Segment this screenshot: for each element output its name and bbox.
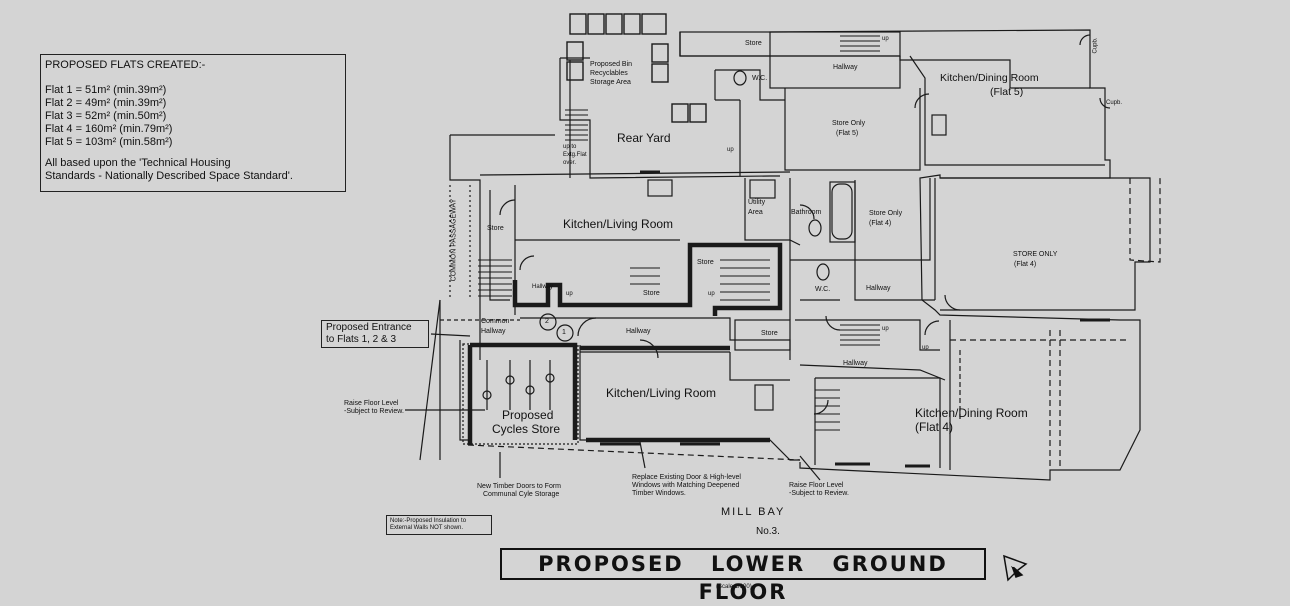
room-bathroom: Bathroom	[791, 209, 822, 216]
common-passageway-label: COMMON PASSAGEWAY	[450, 198, 458, 282]
raise-floor-left-2: -Subject to Review.	[344, 408, 404, 415]
replace-door-note-2: Windows with Matching Deepened	[632, 482, 740, 489]
room-hallway-mid-right: Hallway	[866, 285, 891, 292]
room-hallway-center: Hallway	[626, 328, 651, 335]
common-hallway-label-2: Hallway	[481, 328, 506, 335]
stair-up-label-2: up	[727, 147, 734, 153]
cupboard-label-2: Cupb.	[1106, 100, 1123, 106]
flat-circle-2: 1	[562, 329, 566, 336]
flats-summary-box: PROPOSED FLATS CREATED:- Flat 1 = 51m² (…	[40, 54, 346, 192]
stair-up-label-4: up	[708, 291, 715, 297]
raise-floor-right-2: -Subject to Review.	[789, 490, 849, 497]
room-rear-yard: Rear Yard	[617, 131, 671, 145]
room-kitchen-dining-flat5-label: (Flat 5)	[990, 86, 1024, 98]
room-store-only-flat5: Store Only	[832, 120, 866, 127]
standards-note-line-1: All based upon the 'Technical Housing	[45, 157, 231, 169]
room-store-only-caps-label: (Flat 4)	[1014, 261, 1037, 268]
raise-floor-left-1: Raise Floor Level	[344, 400, 399, 407]
standards-note-line-2: Standards - Nationally Described Space S…	[45, 170, 293, 182]
cupboard-label-1: Cupb.	[1092, 37, 1099, 54]
raise-floor-right-1: Raise Floor Level	[789, 482, 844, 489]
street-number: No.3.	[756, 526, 780, 537]
flat-circle-1: 2	[545, 318, 549, 325]
room-kitchen-living-upper: Kitchen/Living Room	[563, 217, 674, 231]
room-store-only-flat4: Store Only	[869, 210, 903, 217]
room-store-left: Store	[487, 225, 504, 232]
room-store-mid: Store	[697, 259, 714, 266]
bin-store-label-2: Recyclables	[590, 70, 628, 77]
room-hallway-lower: Hallway	[843, 360, 868, 367]
replace-door-note-3: Timber Windows.	[632, 490, 686, 497]
bin-store-label-1: Proposed Bin	[590, 61, 633, 68]
stair-up-label-5: up	[882, 326, 889, 332]
room-kitchen-dining-flat4: Kitchen/Dining Room	[915, 406, 1028, 420]
drawing-title: PROPOSED LOWER GROUND FLOOR	[500, 548, 986, 604]
utility-label-1: Utility	[748, 199, 766, 206]
drawing-scale: (Scale 1/100)	[716, 584, 752, 590]
stair-up-label-6: up	[922, 345, 929, 351]
north-label: N	[1008, 559, 1015, 569]
cycles-store-label-2: Cycles Store	[492, 422, 561, 436]
utility-label-2: Area	[748, 209, 763, 216]
common-hallway-label-1: Common	[481, 318, 510, 325]
room-kitchen-dining-flat5: Kitchen/Dining Room	[940, 72, 1039, 84]
flat-3-area: Flat 3 = 52m² (min.50m²)	[45, 110, 167, 122]
room-wc-top: W.C.	[752, 75, 768, 82]
room-store-only-caps: STORE ONLY	[1013, 251, 1058, 258]
room-store-top: Store	[745, 40, 762, 47]
insulation-note-2: External Walls NOT shown.	[390, 525, 464, 531]
insulation-note-1: Note:-Proposed Insulation to	[390, 518, 467, 524]
north-arrow-icon	[1003, 554, 1028, 582]
flat-1-area: Flat 1 = 51m² (min.39m²)	[45, 84, 167, 96]
room-kitchen-dining-flat4-label: (Flat 4)	[915, 420, 954, 434]
stair-up-label-1: up	[882, 36, 889, 42]
insulation-note-box: Note:-Proposed Insulation to External Wa…	[386, 515, 492, 535]
stair-up-label-3: up	[566, 291, 573, 297]
replace-door-note-1: Replace Existing Door & High-level	[632, 474, 741, 481]
entrance-line-1: Proposed Entrance	[326, 322, 412, 333]
cycles-store-label-1: Proposed	[502, 408, 554, 422]
flat-4-area: Flat 4 = 160m² (min.79m²)	[45, 123, 173, 135]
up-to-extg-2: Extg.Flat	[563, 152, 587, 158]
room-hallway-left: Hallway	[532, 284, 554, 290]
room-store-lower: Store	[761, 330, 778, 337]
room-store-only-flat4-label: (Flat 4)	[869, 220, 892, 227]
floor-plan-drawing	[405, 13, 1161, 582]
flat-2-area: Flat 2 = 49m² (min.39m²)	[45, 97, 167, 109]
entrance-line-2: to Flats 1, 2 & 3	[326, 334, 397, 345]
timber-doors-note-2: Communal Cyle Storage	[483, 491, 560, 498]
up-to-extg-3: over.	[563, 160, 577, 166]
room-wc-mid: W.C.	[815, 286, 831, 293]
room-kitchen-living-lower: Kitchen/Living Room	[606, 386, 717, 400]
flats-summary-heading: PROPOSED FLATS CREATED:-	[45, 59, 206, 71]
street-name: MILL BAY	[721, 506, 786, 518]
room-store-only-flat5-label: (Flat 5)	[836, 130, 859, 137]
timber-doors-note-1: New Timber Doors to Form	[477, 483, 562, 490]
flat-5-area: Flat 5 = 103m² (min.58m²)	[45, 136, 173, 148]
proposed-entrance-callout: Proposed Entrance to Flats 1, 2 & 3	[321, 320, 429, 348]
up-to-extg-1: up to	[563, 144, 577, 150]
bin-store-label-3: Storage Area	[590, 79, 631, 86]
room-hallway-top: Hallway	[833, 64, 858, 71]
room-store-mid2: Store	[643, 290, 660, 297]
